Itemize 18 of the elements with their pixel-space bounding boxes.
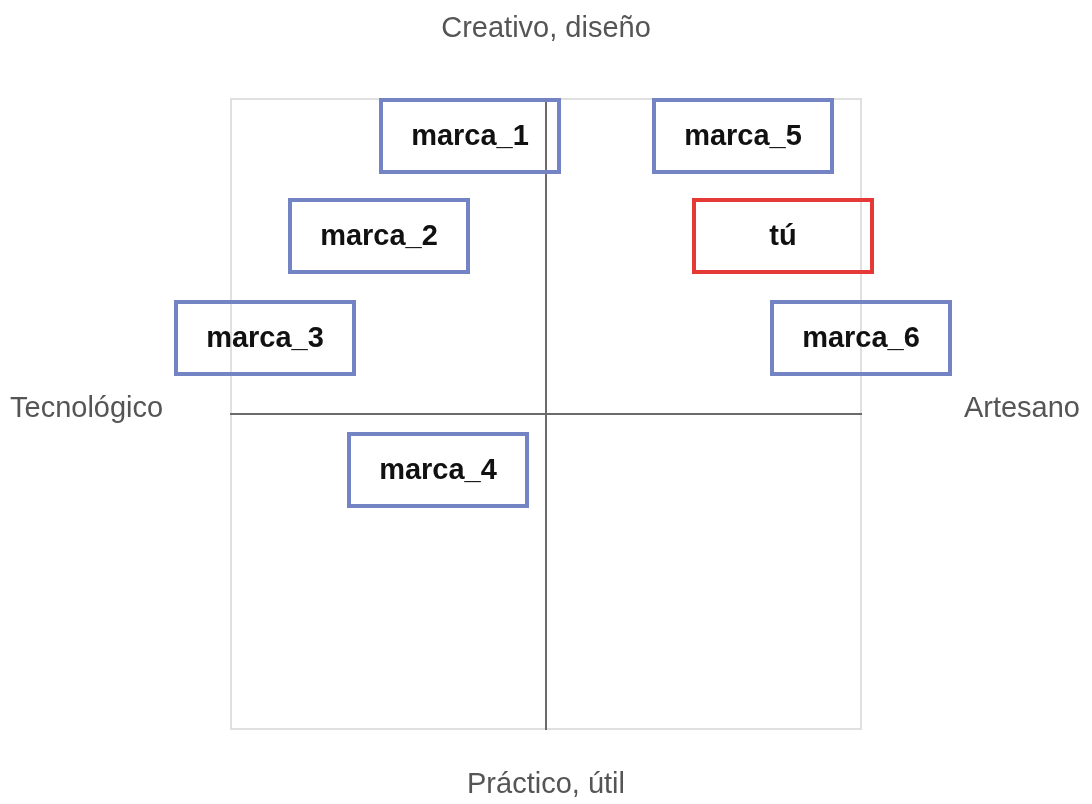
box-label: marca_2 — [320, 218, 438, 254]
label-box — [379, 98, 561, 174]
box-label: marca_6 — [802, 320, 920, 356]
axis-label: Artesano — [963, 391, 1080, 423]
box-label: marca_1 — [411, 118, 529, 154]
box-label: marca_4 — [379, 452, 497, 488]
axis-label: Creativo, diseño — [441, 11, 651, 43]
label-box — [347, 432, 529, 508]
box-label: tú — [769, 218, 797, 254]
box-label: marca_3 — [206, 320, 324, 356]
box-label: marca_5 — [684, 118, 802, 154]
label-box — [770, 300, 952, 376]
label-box — [174, 300, 356, 376]
axis-label: Práctico, útil — [467, 767, 625, 799]
axis-label: Tecnológico — [10, 391, 164, 423]
label-box — [288, 198, 470, 274]
label-box — [692, 198, 874, 274]
label-box — [652, 98, 834, 174]
